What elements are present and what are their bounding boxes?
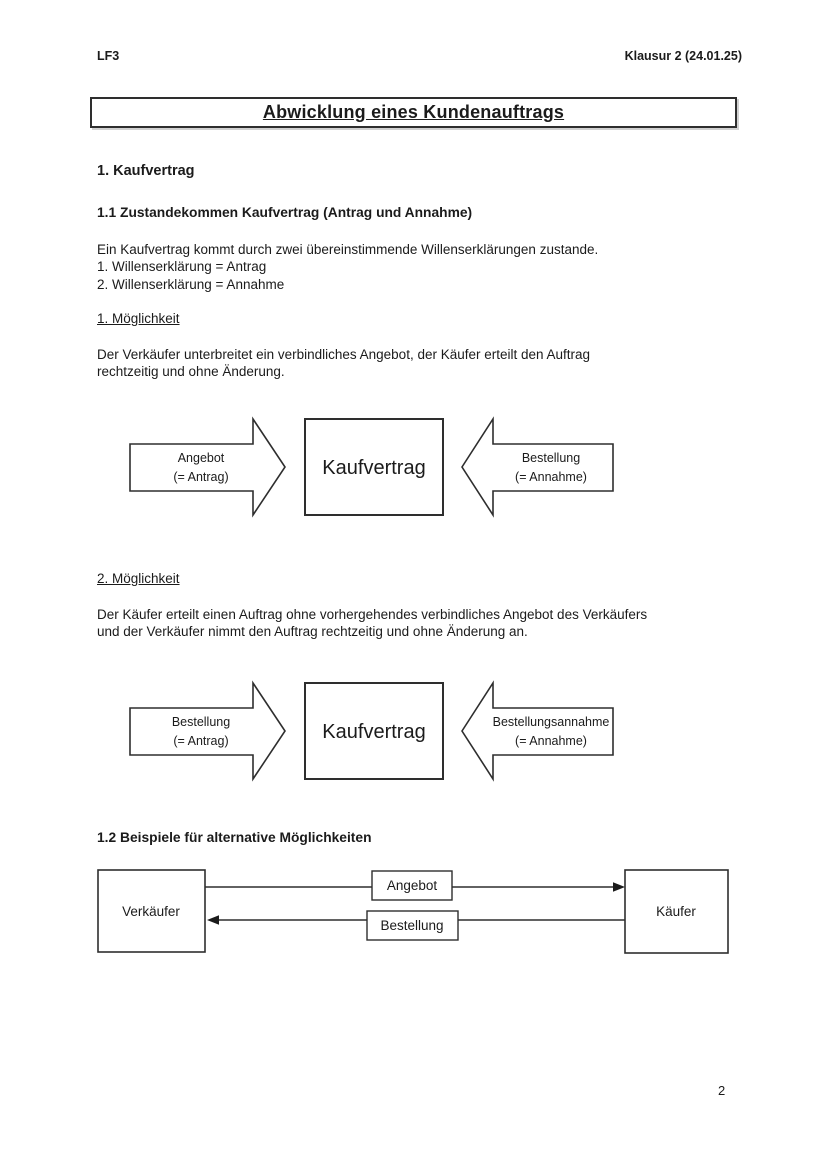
left-arrow-label-line2: (= Antrag) xyxy=(173,470,228,484)
arrowhead-left-icon xyxy=(207,915,219,925)
possibility-1-paragraph: Der Verkäufer unterbreitet ein verbindli… xyxy=(97,346,590,381)
kaufvertrag-label: Kaufvertrag xyxy=(322,721,425,743)
right-arrow-label-line2: (= Annahme) xyxy=(515,734,587,748)
block-arrow-left-icon xyxy=(461,680,614,782)
arrowhead-right-icon xyxy=(613,882,625,892)
block-arrow-right-icon xyxy=(129,416,286,518)
possibility-1-line-2: rechtzeitig und ohne Änderung. xyxy=(97,364,285,380)
right-arrow-label-line1: Bestellung xyxy=(522,451,580,465)
intro-paragraph: Ein Kaufvertrag kommt durch zwei überein… xyxy=(97,241,598,293)
possibility-2-line-1: Der Käufer erteilt einen Auftrag ohne vo… xyxy=(97,607,648,622)
intro-line-1: Ein Kaufvertrag kommt durch zwei überein… xyxy=(97,242,599,257)
buyer-box xyxy=(624,869,729,954)
buyer-label: Käufer xyxy=(656,904,696,919)
possibility-2-heading: 2. Möglichkeit xyxy=(97,571,180,586)
page-title: Abwicklung eines Kundenauftrags xyxy=(262,102,565,122)
possibility-1-heading: 1. Möglichkeit xyxy=(97,311,180,326)
offer-label: Angebot xyxy=(387,878,438,893)
intro-line-3: 2. Willenserklärung = Annahme xyxy=(97,276,285,292)
block-arrow-right-icon xyxy=(129,680,286,782)
possibility-2-paragraph: Der Käufer erteilt einen Auftrag ohne vo… xyxy=(97,606,647,641)
seller-label: Verkäufer xyxy=(122,904,180,919)
section-1-heading: 1. Kaufvertrag xyxy=(97,163,195,179)
kaufvertrag-box xyxy=(304,418,444,516)
right-arrow-label-line1: Bestellungsannahme xyxy=(493,715,610,729)
diagram-kaufvertrag-2: Bestellung (= Antrag) Kaufvertrag Bestel… xyxy=(129,680,614,782)
page-number: 2 xyxy=(718,1083,726,1098)
possibility-2-line-2: und der Verkäufer nimmt den Auftrag rech… xyxy=(97,624,528,640)
header-exam-label: Klausur 2 (24.01.25) xyxy=(624,49,742,63)
left-arrow-label-line2: (= Antrag) xyxy=(173,734,228,748)
order-label: Bestellung xyxy=(380,918,443,933)
right-arrow-label-line2: (= Annahme) xyxy=(515,470,587,484)
left-arrow-label-line1: Bestellung xyxy=(172,715,230,729)
header-course-code: LF3 xyxy=(97,49,120,63)
possibility-1-line-1: Der Verkäufer unterbreitet ein verbindli… xyxy=(97,347,591,362)
kaufvertrag-box xyxy=(304,682,444,780)
order-label-box xyxy=(366,910,459,941)
diagram-seller-buyer: Verkäufer Käufer Angebot Bestellung xyxy=(97,869,729,954)
section-1-2-heading: 1.2 Beispiele für alternative Möglichkei… xyxy=(97,830,372,845)
intro-line-2: 1. Willenserklärung = Antrag xyxy=(97,259,267,275)
section-1-1-heading: 1.1 Zustandekommen Kaufvertrag (Antrag u… xyxy=(97,205,473,220)
kaufvertrag-label: Kaufvertrag xyxy=(322,457,425,479)
left-arrow-label-line1: Angebot xyxy=(178,451,225,465)
seller-box xyxy=(97,869,206,953)
diagram-kaufvertrag-1: Angebot (= Antrag) Kaufvertrag Bestellun… xyxy=(129,416,614,518)
offer-label-box xyxy=(371,870,453,901)
title-box: Abwicklung eines Kundenauftrags xyxy=(90,97,737,128)
block-arrow-left-icon xyxy=(461,416,614,518)
